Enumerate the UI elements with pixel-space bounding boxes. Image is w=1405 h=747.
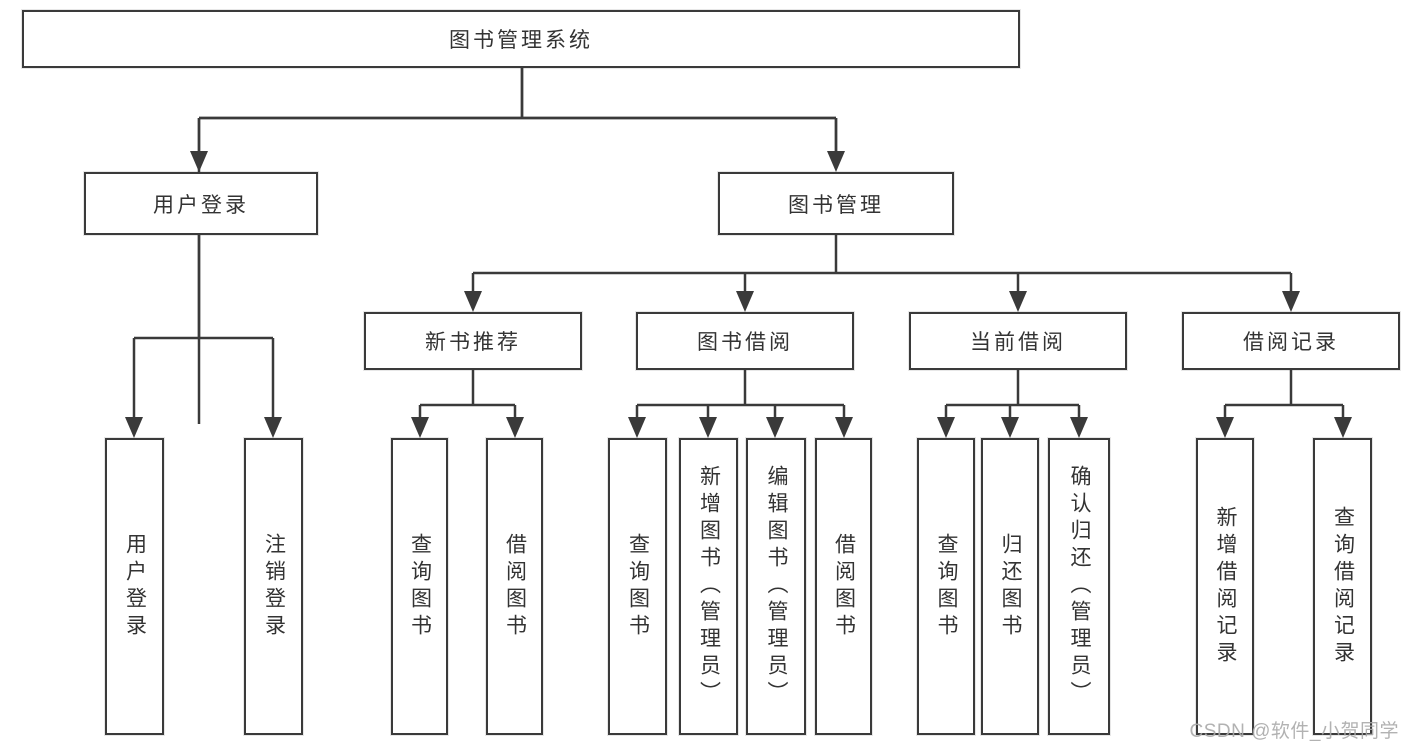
leaf-borrowing-query-books: 查询图书: [608, 438, 667, 735]
leaf-logout: 注销登录: [244, 438, 303, 735]
leaf-user-login: 用户登录: [105, 438, 164, 735]
leaf-records-add-record: 新增借阅记录: [1196, 438, 1254, 735]
leaf-newbook-query-books: 查询图书: [391, 438, 448, 735]
node-current-borrowing: 当前借阅: [909, 312, 1127, 370]
node-root-library-system: 图书管理系统: [22, 10, 1020, 68]
leaf-current-confirm-return-admin: 确认归还（管理员）: [1048, 438, 1110, 735]
node-new-book-recommend: 新书推荐: [364, 312, 582, 370]
arrowheads: [125, 151, 1352, 438]
node-user-login: 用户登录: [84, 172, 318, 235]
leaf-borrowing-borrow-books: 借阅图书: [815, 438, 872, 735]
leaf-borrowing-add-books-admin: 新增图书（管理员）: [679, 438, 738, 735]
leaf-borrowing-edit-books-admin: 编辑图书（管理员）: [746, 438, 806, 735]
leaf-records-query-record: 查询借阅记录: [1313, 438, 1372, 735]
node-book-management: 图书管理: [718, 172, 954, 235]
node-book-borrowing: 图书借阅: [636, 312, 854, 370]
tree-edges: [132, 68, 1345, 424]
leaf-current-return-books: 归还图书: [981, 438, 1039, 735]
leaf-newbook-borrow-books: 借阅图书: [486, 438, 543, 735]
leaf-current-query-books: 查询图书: [917, 438, 975, 735]
node-borrowing-records: 借阅记录: [1182, 312, 1400, 370]
